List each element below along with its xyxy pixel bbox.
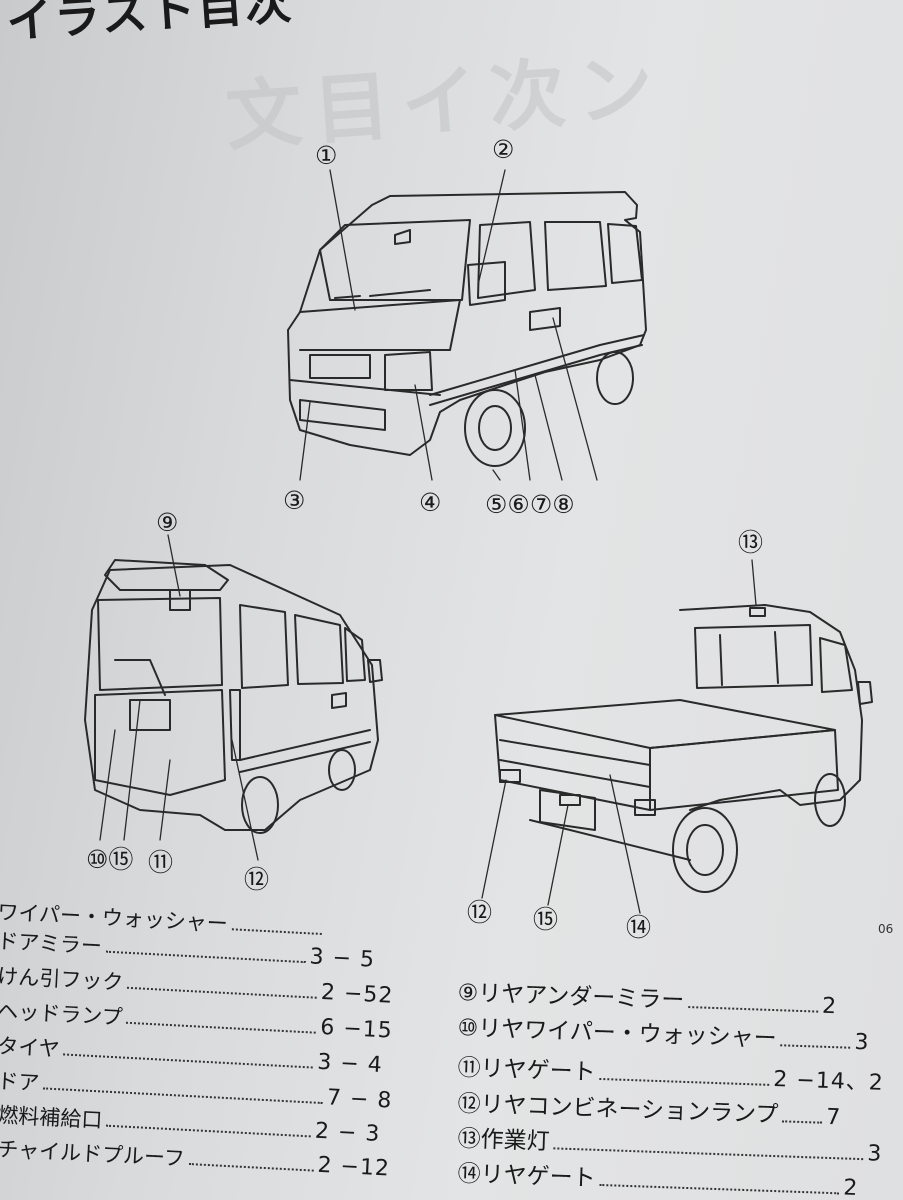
leader-dots bbox=[687, 1006, 818, 1013]
index-left-label: チャイルドプルーフ bbox=[0, 1137, 186, 1171]
truck-drawing bbox=[494, 604, 873, 893]
callout-11: ⑪ bbox=[148, 848, 174, 877]
leader-dots bbox=[43, 1087, 323, 1105]
index-right-label: ⑨リヤアンダーミラー bbox=[457, 980, 685, 1014]
leader-dots bbox=[599, 1183, 840, 1195]
index-right-row: ⑩リヤワイパー・ウォッシャー 3 bbox=[457, 1015, 870, 1056]
index-left-page: 2 − 3 bbox=[314, 1118, 382, 1148]
callout-15-truck: ⑮ bbox=[533, 905, 559, 934]
callout-12-rear: ⑫ bbox=[244, 865, 270, 894]
callout-1: ① bbox=[315, 141, 338, 170]
vehicle-illustrations bbox=[84, 169, 873, 914]
callout-13: ⑬ bbox=[738, 528, 764, 557]
leader-dots bbox=[553, 1147, 864, 1161]
index-left-page: 7 − 8 bbox=[326, 1085, 393, 1114]
index-left-label: ヘッドランプ bbox=[0, 999, 124, 1030]
callout-2: ② bbox=[492, 135, 515, 164]
leader-dots bbox=[126, 986, 317, 999]
index-left-page: 3 − 5 bbox=[308, 944, 376, 973]
index-right-page: 3 bbox=[854, 1029, 870, 1056]
index-right-label: ⑫リヤコンビネーションランプ bbox=[457, 1091, 779, 1129]
index-left-page: 3 − 4 bbox=[316, 1049, 384, 1079]
rear-van-drawing bbox=[84, 559, 383, 834]
index-left-row: タイヤ 3 − 4 bbox=[0, 1034, 384, 1079]
callout-12-truck: ⑫ bbox=[467, 898, 493, 927]
leader-dots bbox=[105, 950, 306, 964]
index-right-label: ⑭リヤゲート bbox=[457, 1161, 596, 1192]
callout-4: ④ bbox=[419, 488, 442, 517]
index-left-page: 2 −52 bbox=[320, 979, 394, 1009]
rear-leader-lines bbox=[99, 534, 259, 861]
callout-3: ③ bbox=[283, 486, 306, 515]
index-right-label: ⑩リヤワイパー・ウォッシャー bbox=[457, 1015, 778, 1053]
index-right-page: 7 bbox=[825, 1104, 842, 1131]
front-van-drawing bbox=[287, 191, 647, 467]
index-right-page: 2 bbox=[821, 993, 838, 1020]
index-left-label: タイヤ bbox=[0, 1034, 61, 1062]
index-right-page: 3 bbox=[866, 1141, 883, 1167]
index-right-row: ⑪リヤゲート 2 −14、2 bbox=[457, 1055, 885, 1096]
index-left-label: ドアミラー bbox=[0, 929, 103, 959]
index-right-row: ⑫リヤコンビネーションランプ 7 bbox=[457, 1091, 842, 1131]
index-right-row: ⑨リヤアンダーミラー 2 bbox=[457, 980, 838, 1020]
index-right-label: ⑬作業灯 bbox=[457, 1126, 551, 1156]
leader-dots bbox=[63, 1053, 314, 1069]
callout-14: ⑭ bbox=[626, 913, 652, 942]
leader-dots bbox=[782, 1120, 823, 1124]
callout-10-15: ⑩⑮ bbox=[86, 845, 134, 874]
leader-dots bbox=[231, 928, 322, 935]
index-right-row: ⑬作業灯 3 bbox=[457, 1126, 883, 1167]
leader-dots bbox=[126, 1021, 317, 1034]
index-right-row: ⑭リヤゲート 2 bbox=[457, 1161, 859, 1200]
figure-code: 06 bbox=[878, 922, 894, 936]
index-left-page: 6 −15 bbox=[319, 1014, 394, 1044]
callout-9: ⑨ bbox=[156, 508, 179, 537]
index-left-page: 2 −12 bbox=[316, 1152, 391, 1182]
leader-dots bbox=[188, 1163, 314, 1172]
index-left-label: けん引フック bbox=[0, 964, 124, 995]
leader-dots bbox=[780, 1044, 851, 1049]
front-leader-lines bbox=[299, 169, 598, 481]
index-right-page: 2 bbox=[842, 1175, 859, 1200]
index-right-label: ⑪リヤゲート bbox=[457, 1055, 596, 1086]
leader-dots bbox=[599, 1077, 770, 1086]
truck-leader-lines bbox=[481, 559, 757, 914]
index-right-page: 2 −14、2 bbox=[772, 1067, 885, 1096]
index-left-label: 燃料補給口 bbox=[0, 1103, 103, 1133]
leader-dots bbox=[105, 1124, 311, 1138]
callout-5-8: ⑤⑥⑦⑧ bbox=[485, 490, 575, 519]
index-left-label: ドア bbox=[0, 1069, 40, 1096]
